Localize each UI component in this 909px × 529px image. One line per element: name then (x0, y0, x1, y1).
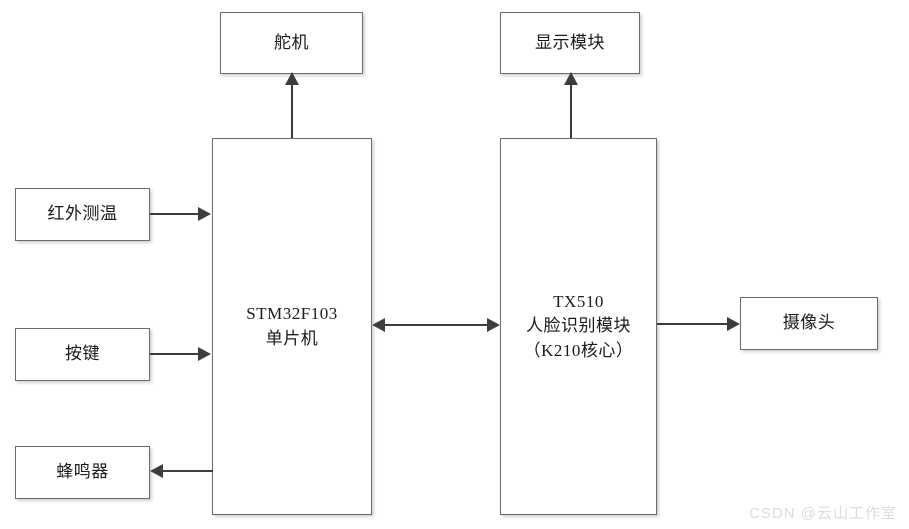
block-face-recognition-module-label-line1: TX510 (553, 291, 604, 311)
block-mcu: STM32F103 单片机 (212, 138, 372, 515)
block-face-recognition-module-label-line3: （K210核心） (523, 340, 634, 360)
block-face-recognition-module-label-line2: 人脸识别模块 (526, 316, 631, 336)
block-servo: 舵机 (220, 12, 363, 74)
block-face-recognition-module: TX510 人脸识别模块 （K210核心） (500, 138, 657, 515)
block-mcu-label-line1: STM32F103 (246, 303, 338, 323)
block-key: 按键 (15, 328, 150, 381)
connector-mcu-to-servo-line (291, 80, 293, 138)
block-camera-label: 摄像头 (782, 313, 836, 333)
block-servo-label: 舵机 (274, 32, 309, 52)
connector-mcu-to-face-module-arrowhead-right-icon (487, 318, 500, 332)
connector-mcu-to-buzzer-line (163, 470, 213, 472)
connector-mcu-to-face-module-line (385, 324, 489, 326)
block-mcu-label-line2: 单片机 (265, 328, 319, 348)
block-infrared-thermometer: 红外测温 (15, 188, 150, 241)
connector-mcu-to-face-module-arrowhead-left-icon (372, 318, 385, 332)
connector-face-module-to-camera-line (657, 323, 727, 325)
block-infrared-thermometer-label: 红外测温 (47, 204, 118, 224)
connector-mcu-to-servo-arrowhead-icon (285, 72, 299, 85)
connector-infrared-to-mcu-arrowhead-icon (198, 207, 211, 221)
block-camera: 摄像头 (740, 297, 878, 350)
block-buzzer: 蜂鸣器 (15, 446, 150, 499)
block-display-module-label: 显示模块 (535, 32, 605, 52)
connector-key-to-mcu-line (150, 353, 198, 355)
connector-infrared-to-mcu-line (150, 213, 198, 215)
watermark: CSDN @云山工作室 (749, 505, 897, 522)
block-display-module: 显示模块 (500, 12, 640, 74)
connector-face-module-to-camera-arrowhead-icon (727, 317, 740, 331)
block-key-label: 按键 (65, 344, 100, 364)
block-buzzer-label: 蜂鸣器 (56, 462, 109, 482)
connector-face-module-to-display-arrowhead-icon (564, 72, 578, 85)
connector-key-to-mcu-arrowhead-icon (198, 347, 211, 361)
connector-mcu-to-buzzer-arrowhead-icon (150, 464, 163, 478)
connector-face-module-to-display-line (570, 80, 572, 138)
